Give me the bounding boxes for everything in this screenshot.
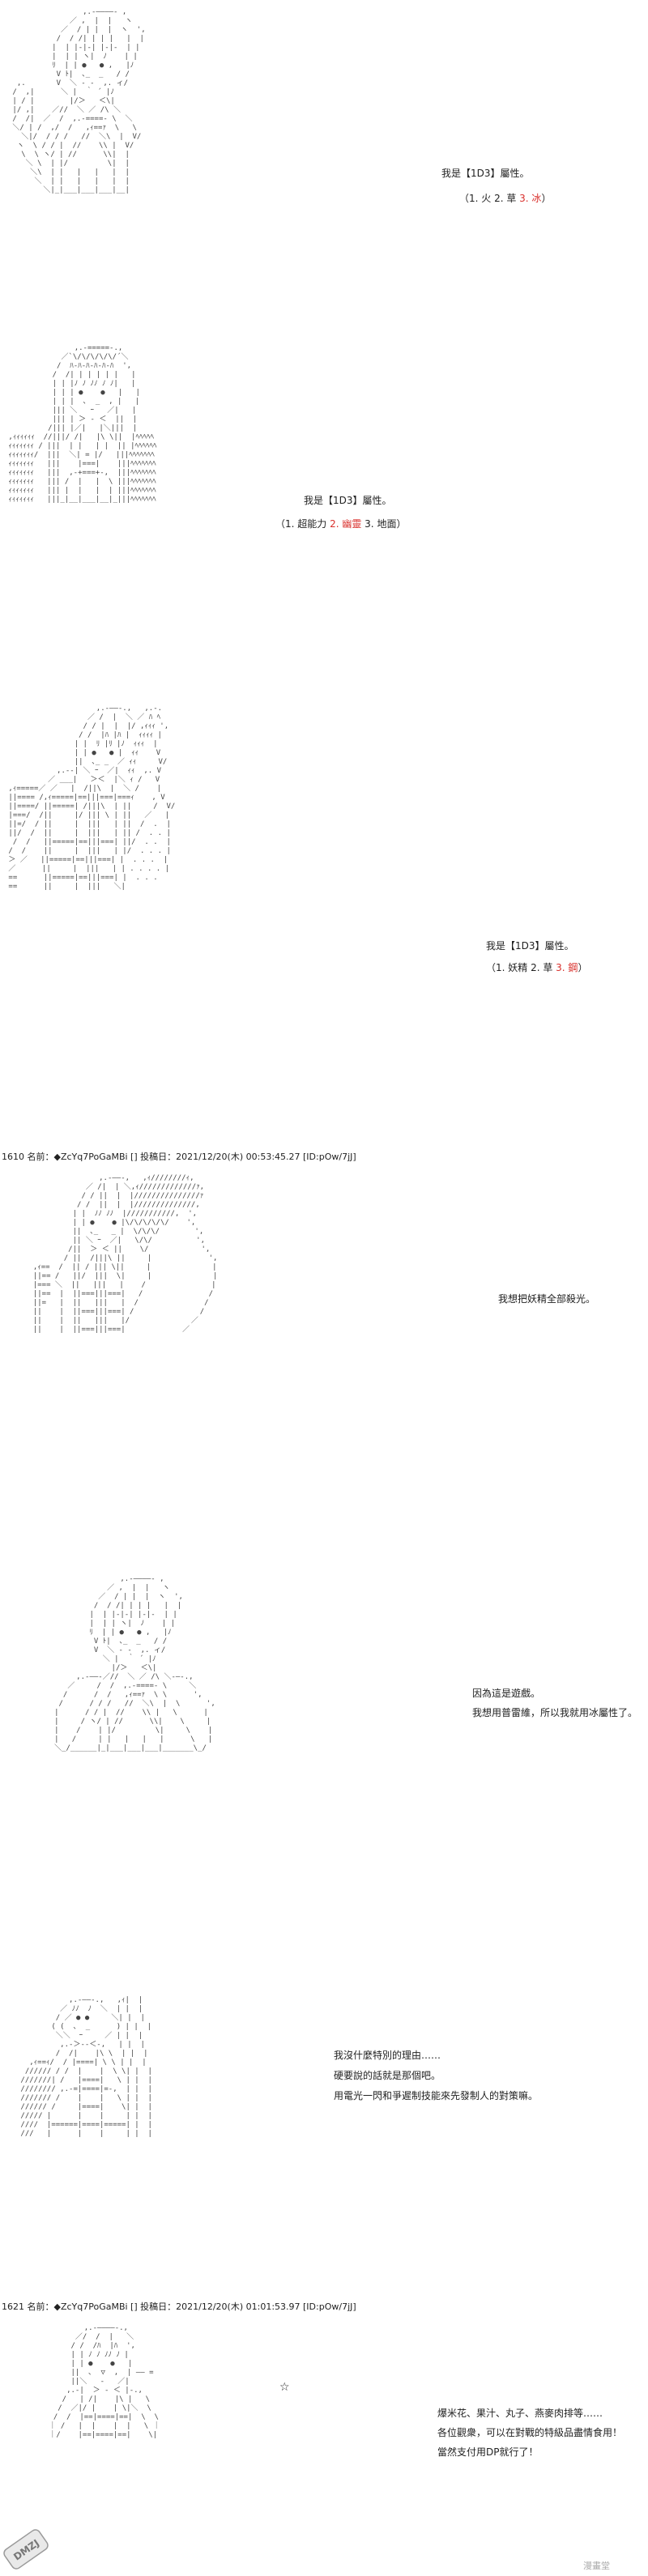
panel-3-options: （1. 妖精 2. 草 3. 鋼） bbox=[486, 960, 587, 974]
panel-4: ,.-――-, ,ｨ////////ｨ, ／ /| | ＼,ｨ/////////… bbox=[0, 1166, 648, 1571]
panel-6-line-3: 用電光一閃和爭遲制技能來先發制人的對策嘛。 bbox=[334, 2090, 539, 2101]
panel-5-line-2: 我想用普雷維，所以我就用冰屬性了。 bbox=[472, 1707, 638, 1718]
ascii-art-character-3: ,.-――-., ,.-. ／ / | ＼ ／ ﾊ ﾍ / / | | |/ ,… bbox=[8, 705, 176, 891]
panel-1-options: （1. 火 2. 草 3. 冰） bbox=[459, 191, 551, 205]
panel-3-opt-prefix: （1. 妖精 2. 草 bbox=[486, 962, 556, 973]
panel-1: ,.-――――- , ／ , | | ヽ ／ / | | | ヽ ', / / … bbox=[0, 0, 648, 340]
panel-2-line-1: 我是【1D3】屬性。 bbox=[304, 495, 392, 506]
panel-7-line-3: 當然支付用DP就行了！ bbox=[437, 2446, 539, 2458]
site-watermark: 漫畫堂 bbox=[583, 2561, 610, 2571]
panel-6: ,.-――-., ,ｨ| | ／ ﾉﾉ ﾉ ＼ | | | / ／ ● ● ＼|… bbox=[0, 1992, 648, 2300]
panel-7-line-1: 爆米花、果汁、丸子、燕麥肉排等…… bbox=[437, 2408, 603, 2419]
panel-6-line-1: 我沒什麼特別的理由…… bbox=[334, 2050, 441, 2061]
ascii-art-character-7: ,.-――――-., ／/ / | ＼ / / /ﾊ |ﾊ ', | | ﾉ ﾉ… bbox=[49, 2324, 160, 2439]
panel-3-line-1: 我是【1D3】屬性。 bbox=[486, 940, 574, 952]
panel-2-opt-highlight: 2. 幽靈 bbox=[330, 518, 362, 530]
panel-5-line-1: 因為這是遊戲。 bbox=[472, 1688, 541, 1699]
panel-1-opt-prefix: （1. 火 2. 草 bbox=[459, 193, 520, 204]
ascii-art-character-4: ,.-――-, ,ｨ////////ｨ, ／ /| | ＼,ｨ/////////… bbox=[32, 1174, 218, 1334]
panel-6-line-2: 硬要說的話就是那個吧。 bbox=[334, 2070, 441, 2081]
panel-3-opt-highlight: 3. 鋼 bbox=[556, 962, 578, 973]
post-header-1621: 1621 名前：◆ZcYq7PoGaMBi [] 投稿日：2021/12/20(… bbox=[2, 2301, 356, 2312]
panel-2-opt-prefix: （1. 超能力 bbox=[275, 518, 330, 530]
dmzj-watermark-logo: DMZJ bbox=[3, 2529, 49, 2570]
ascii-art-character-1: ,.-――――- , ／ , | | ヽ ／ / | | | ヽ ', / / … bbox=[12, 8, 146, 194]
panel-5: ,.-――――- , ／ , | | ヽ ／ / | | | ヽ ', / / … bbox=[0, 1571, 648, 1992]
panel-3-opt-suffix: ） bbox=[578, 962, 588, 973]
panel-2: ,.-=====-., ／`\/\/\/\/\/´＼ / ﾊ-ﾊ-ﾊ-ﾊ-ﾊ-ﾊ… bbox=[0, 340, 648, 696]
panel-7-line-2: 各位觀衆，可以在對戰的特級品盡情食用！ bbox=[437, 2427, 623, 2438]
panel-4-line-1: 我想把妖精全部殺光。 bbox=[498, 1293, 596, 1305]
panel-2-opt-suffix: 3. 地面） bbox=[361, 518, 407, 530]
panel-1-opt-highlight: 3. 冰 bbox=[519, 193, 542, 204]
panel-1-line-1: 我是【1D3】屬性。 bbox=[441, 168, 530, 179]
post-header-1610: 1610 名前：◆ZcYq7PoGaMBi [] 投稿日：2021/12/20(… bbox=[2, 1152, 356, 1162]
ascii-art-character-2: ,.-=====-., ／`\/\/\/\/\/´＼ / ﾊ-ﾊ-ﾊ-ﾊ-ﾊ-ﾊ… bbox=[8, 344, 157, 504]
panel-2-options: （1. 超能力 2. 幽靈 3. 地面） bbox=[275, 517, 406, 530]
panel-1-opt-suffix: ） bbox=[541, 193, 552, 204]
ascii-art-character-5: ,.-――――- , ／ , | | ヽ ／ / | | | ヽ ', / / … bbox=[54, 1575, 215, 1752]
ascii-art-character-6: ,.-――-., ,ｨ| | ／ ﾉﾉ ﾉ ＼ | | | / ／ ● ● ＼|… bbox=[20, 1996, 152, 2138]
panel-7: ,.-――――-., ／/ / | ＼ / / /ﾊ |ﾊ ', | | ﾉ ﾉ… bbox=[0, 2316, 648, 2575]
panel-7-star: ☆ bbox=[279, 2381, 290, 2394]
panel-3: ,.-――-., ,.-. ／ / | ＼ ／ ﾊ ﾍ / / | | |/ ,… bbox=[0, 696, 648, 1150]
